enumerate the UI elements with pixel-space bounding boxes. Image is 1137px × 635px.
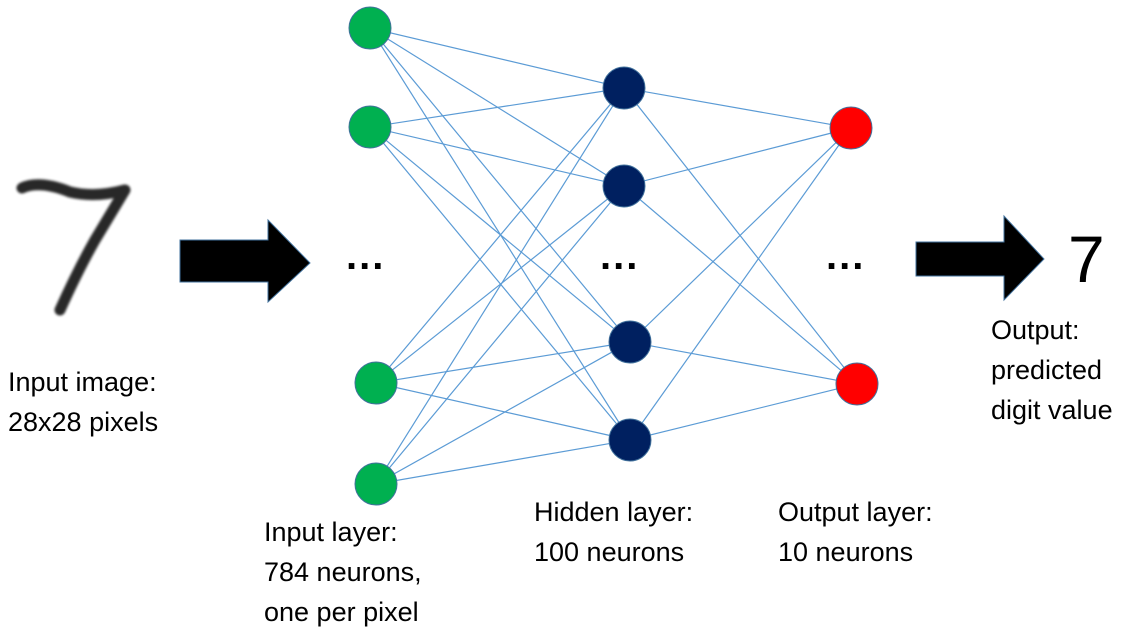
connections (369, 27, 856, 485)
input-neuron (354, 361, 398, 405)
input-digit-image (16, 179, 131, 316)
neurons (348, 6, 879, 506)
input-layer-label: Input layer: 784 neurons, one per pixel (264, 517, 422, 627)
input-hidden-connection (375, 90, 623, 384)
input-hidden-connection (369, 126, 622, 188)
input-hidden-connection (375, 339, 628, 384)
output-arrow-icon (915, 214, 1045, 302)
input-hidden-connection (375, 437, 628, 485)
input-neuron (354, 462, 398, 506)
input-hidden-connection (369, 27, 629, 438)
output-neuron (829, 106, 873, 150)
input-neuron (348, 105, 392, 149)
input-image-label: Input image: 28x28 pixels (8, 367, 159, 437)
hidden-output-connection (629, 130, 849, 343)
hidden-output-connection (629, 130, 850, 441)
hidden-layer-label: Hidden layer: 100 neurons (534, 497, 694, 567)
input-hidden-connection (375, 343, 628, 485)
hidden-neuron (608, 320, 652, 364)
output-layer-ellipsis: ... (826, 234, 866, 278)
input-hidden-connection (369, 27, 629, 340)
hidden-output-connection (623, 185, 855, 383)
hidden-output-connection (623, 87, 856, 382)
hidden-output-connection (629, 382, 855, 441)
predicted-digit: 7 (1068, 222, 1105, 296)
hidden-neuron (602, 66, 646, 110)
input-hidden-connection (375, 188, 623, 485)
output-label: Output: predicted digit value (991, 315, 1113, 425)
hidden-output-connection (629, 341, 855, 386)
output-layer-label: Output layer: 10 neurons (778, 497, 933, 567)
hidden-layer-ellipsis: ... (600, 234, 640, 278)
input-hidden-connection (375, 382, 628, 442)
input-layer-ellipsis: ... (346, 234, 386, 278)
output-neuron (835, 362, 879, 406)
hidden-neuron (602, 164, 646, 208)
input-hidden-connection (369, 27, 622, 185)
hidden-neuron (608, 418, 652, 462)
input-hidden-connection (369, 126, 628, 341)
input-neuron (348, 6, 392, 50)
input-arrow-icon (179, 218, 311, 304)
input-hidden-connection (369, 27, 622, 90)
input-hidden-connection (369, 126, 629, 438)
input-hidden-connection (375, 90, 623, 485)
input-hidden-connection (369, 85, 622, 128)
hidden-output-connection (623, 87, 849, 131)
input-hidden-connection (375, 187, 622, 384)
hidden-output-connection (623, 126, 849, 187)
